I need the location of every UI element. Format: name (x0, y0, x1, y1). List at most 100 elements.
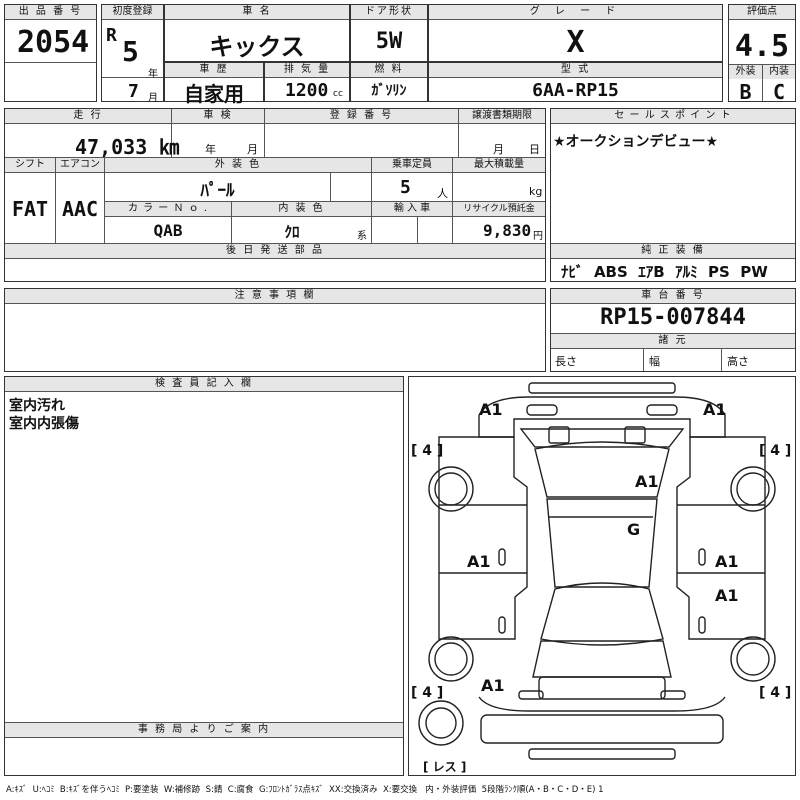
mark-right-rear: A1 (715, 586, 739, 605)
inspector-line-2: 室内内張傷 (9, 416, 79, 432)
transfer-month-unit: 月 (493, 143, 504, 156)
inspector-box: 検 査 員 記 入 欄 室内汚れ 室内内張傷 事 務 局 よ り ご 案 内 (4, 376, 404, 776)
spec-width: 幅 (649, 355, 660, 368)
aircon-label: エアコン (56, 158, 104, 173)
mark-windshield: G (627, 520, 640, 539)
tire-front-right: [ 4 ] (759, 443, 791, 459)
era-value: R (106, 25, 117, 46)
int-color-value: ｸﾛ (284, 223, 300, 241)
vehicle-info-grid: 走 行 車 検 登 録 番 号 譲渡書類期限 47,033 ㎞ 年 月 月 日 … (4, 108, 546, 282)
score-box: 評価点 4.5 外装 内装 B C (728, 4, 796, 104)
load-unit: kg (529, 185, 543, 198)
spec-length: 長さ (555, 355, 577, 368)
color-no-label: カ ラ ー Ｎ ｏ . (105, 202, 231, 217)
grade-value: X (566, 25, 585, 60)
damage-diagram-box: A1 A1 A1 G A1 A1 A1 A1 [ 4 ] [ 4 ] [ 4 ]… (408, 376, 796, 776)
tire-rear-left: [ 4 ] (411, 685, 443, 701)
recycle-value: 9,830 (483, 221, 532, 240)
load-label: 最大積載量 (453, 158, 545, 173)
lot-number-box: 出 品 番 号 2054 (4, 4, 97, 102)
transfer-label: 譲渡書類期限 (459, 109, 545, 124)
mileage-value: 47,033 ㎞ (75, 135, 180, 159)
mark-roof: A1 (635, 472, 659, 491)
spec-label: 諸 元 (551, 333, 795, 349)
sales-point-box: セ ー ル ス ポ イ ン ト ★オークションデビュー★ 純 正 装 備 ﾅﾋﾞ… (550, 108, 796, 282)
displacement-unit: cc (333, 89, 343, 99)
car-name-value: キックス (209, 33, 305, 61)
shift-label: シフト (5, 158, 55, 173)
door-label: ドア形状 (351, 5, 427, 20)
history-label: 車 歴 (165, 63, 263, 78)
exterior-label: 外装 (729, 65, 762, 79)
year-value: 5 (122, 35, 139, 68)
interior-label: 内装 (763, 65, 795, 79)
ext-color-value: ﾊﾟｰﾙ (200, 181, 235, 201)
mark-front-right: A1 (703, 400, 727, 419)
int-color-label: 内 装 色 (232, 202, 371, 217)
lot-number-label: 出 品 番 号 (5, 5, 96, 20)
tire-front-left: [ 4 ] (411, 443, 443, 459)
shift-value: FAT (11, 197, 49, 221)
score-value: 4.5 (734, 29, 790, 64)
capacity-value: 5 (400, 177, 411, 198)
grade-label: グ レ ー ド (429, 5, 722, 20)
inspection-year-unit: 年 (205, 143, 216, 156)
chassis-label: 車 台 番 号 (551, 289, 795, 304)
recycle-label: リサイクル預託金 (453, 202, 545, 217)
fuel-value: ｶﾞｿﾘﾝ (371, 83, 407, 99)
inspector-line-1: 室内汚れ (9, 398, 65, 414)
spare-tire-label: [ レス ] (423, 760, 466, 774)
model-value: 6AA-RP15 (532, 80, 619, 101)
sales-point-label: セ ー ル ス ポ イ ン ト (551, 109, 795, 124)
history-value: 自家用 (184, 82, 244, 106)
capacity-unit: 人 (437, 187, 448, 200)
spec-height: 高さ (727, 355, 749, 368)
fuel-box: 燃 料 ｶﾞｿﾘﾝ (350, 62, 428, 102)
first-registration-box: 初度登録 R 5 年 7 月 (101, 4, 164, 104)
grade-box: グ レ ー ド X (428, 4, 723, 62)
int-color-unit: 系 (357, 231, 367, 242)
fuel-label: 燃 料 (351, 63, 427, 78)
first-registration-label: 初度登録 (102, 5, 163, 20)
inspection-label: 車 検 (172, 109, 264, 124)
office-label: 事 務 局 よ り ご 案 内 (5, 722, 403, 738)
legend: A:ｷｽﾞ U:ﾍｺﾐ B:ｷｽﾞを伴うﾍｺﾐ P:要塗装 W:補修跡 S:錆 … (6, 785, 604, 795)
inspection-month-unit: 月 (247, 143, 258, 156)
aircon-value: AAC (61, 197, 99, 221)
equipment-value: ﾅﾋﾞ ABS ｴｱB ｱﾙﾐ PS PW (561, 263, 768, 281)
door-box: ドア形状 5W (350, 4, 428, 62)
ext-color-label: 外 装 色 (105, 158, 371, 173)
chassis-box: 車 台 番 号 RP15-007844 諸 元 長さ 幅 高さ (550, 288, 796, 372)
notes-box: 注 意 事 項 欄 (4, 288, 546, 372)
interior-value: C (772, 80, 786, 104)
lot-number-value: 2054 (17, 25, 90, 60)
exterior-value: B (739, 80, 752, 104)
mark-right-door: A1 (715, 552, 739, 571)
later-parts-label: 後 日 発 送 部 品 (5, 244, 545, 259)
mileage-label: 走 行 (5, 109, 171, 124)
model-label: 型 式 (429, 63, 722, 78)
recycle-unit: 円 (533, 231, 543, 242)
year-unit: 年 (148, 69, 158, 80)
month-unit: 月 (148, 93, 158, 104)
import-label: 輸 入 車 (372, 202, 452, 217)
color-no-value: QAB (153, 221, 183, 240)
month-value: 7 (128, 81, 139, 102)
transfer-day-unit: 日 (529, 143, 540, 156)
capacity-label: 乗車定員 (372, 158, 452, 173)
notes-label: 注 意 事 項 欄 (5, 289, 545, 304)
history-box: 車 歴 自家用 (164, 62, 264, 106)
tire-rear-right: [ 4 ] (759, 685, 791, 701)
car-name-box: 車 名 キックス (164, 4, 350, 62)
displacement-label: 排 気 量 (265, 63, 349, 78)
displacement-box: 排 気 量 1200 cc (264, 62, 350, 102)
mark-front-left: A1 (479, 400, 503, 419)
registration-label: 登 録 番 号 (265, 109, 458, 124)
car-damage-diagram: A1 A1 A1 G A1 A1 A1 A1 [ 4 ] [ 4 ] [ 4 ]… (411, 382, 791, 774)
inspector-label: 検 査 員 記 入 欄 (5, 377, 403, 392)
model-box: 型 式 6AA-RP15 (428, 62, 723, 102)
displacement-value: 1200 (285, 80, 329, 101)
car-name-label: 車 名 (165, 5, 349, 20)
door-value: 5W (375, 29, 403, 54)
mark-left-door: A1 (467, 552, 491, 571)
